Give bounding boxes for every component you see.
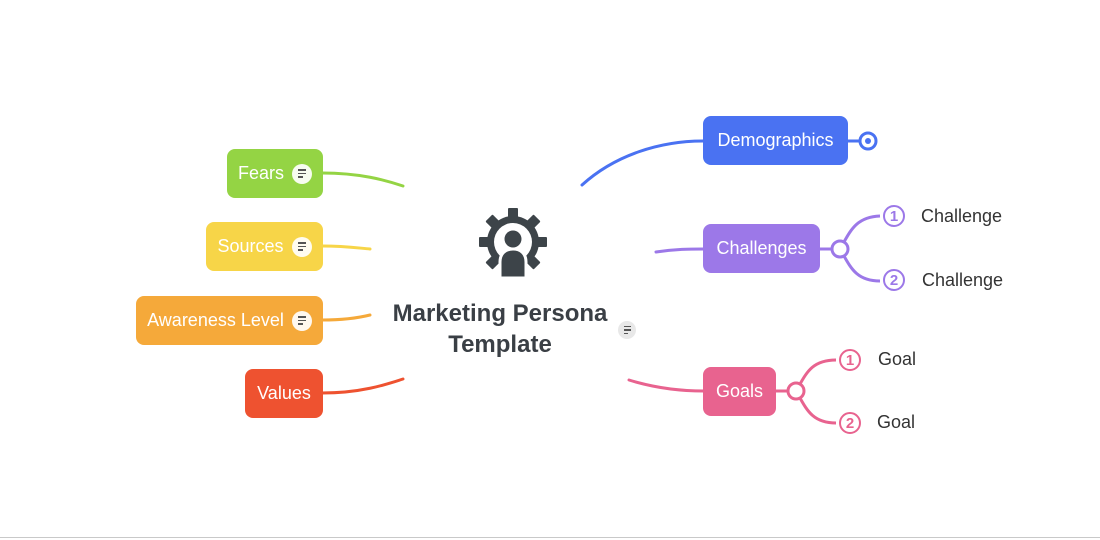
topic-challenges[interactable]: Challenges bbox=[703, 224, 820, 273]
number-badge: 2 bbox=[839, 412, 861, 434]
subtopic-goal[interactable]: Goal bbox=[878, 349, 917, 369]
topic-label: Awareness Level bbox=[147, 310, 284, 330]
subtopic-challenge[interactable]: Challenge bbox=[922, 270, 1004, 290]
topic-goals[interactable]: Goals bbox=[703, 367, 776, 416]
topic-demographics[interactable]: Demographics bbox=[703, 116, 848, 165]
note-icon[interactable] bbox=[291, 236, 312, 257]
note-icon[interactable] bbox=[292, 163, 312, 184]
note-icon[interactable] bbox=[291, 310, 312, 331]
connector-sources bbox=[320, 244, 372, 251]
topic-label: Goals bbox=[715, 381, 764, 401]
central-topic-title[interactable]: Marketing Persona Template bbox=[392, 300, 608, 358]
connector-demographics bbox=[580, 139, 705, 187]
topic-sources[interactable]: Sources bbox=[206, 222, 323, 271]
topic-fears[interactable]: Fears bbox=[227, 149, 323, 198]
connector-goals bbox=[627, 378, 706, 393]
bottom-divider bbox=[0, 537, 1100, 538]
persona-gear-icon bbox=[479, 208, 547, 280]
challenges-collapse-handle bbox=[830, 239, 850, 259]
topic-values[interactable]: Values bbox=[245, 369, 323, 418]
number-badge: 1 bbox=[883, 205, 905, 227]
connector-awareness bbox=[320, 313, 372, 322]
topic-label: Fears bbox=[237, 163, 284, 183]
goals-collapse-handle bbox=[786, 381, 806, 401]
topic-awareness-level[interactable]: Awareness Level bbox=[136, 296, 323, 345]
connector-challenges bbox=[654, 247, 706, 254]
note-icon[interactable] bbox=[618, 321, 636, 339]
topic-label: Sources bbox=[217, 236, 284, 256]
number-badge: 1 bbox=[839, 349, 861, 371]
connector-fears bbox=[320, 171, 405, 188]
subtopic-challenge[interactable]: Challenge bbox=[921, 206, 1003, 226]
number-badge: 2 bbox=[883, 269, 905, 291]
topic-label: Challenges bbox=[716, 238, 807, 258]
topic-label: Values bbox=[257, 383, 311, 403]
topic-label: Demographics bbox=[717, 130, 834, 150]
connector-values bbox=[320, 377, 405, 395]
subtopic-goal[interactable]: Goal bbox=[877, 412, 916, 432]
